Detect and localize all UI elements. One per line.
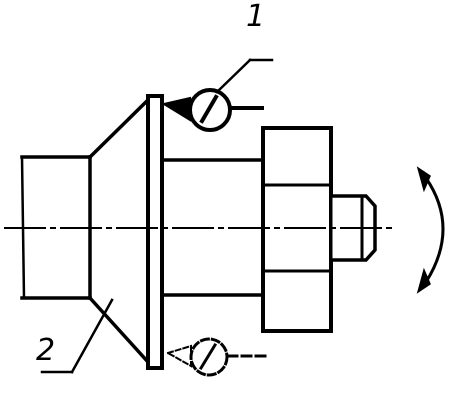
tapered-faceplate <box>87 97 151 365</box>
dial-indicator-bottom <box>165 337 270 377</box>
dial-indicator-top <box>161 58 274 132</box>
disk <box>261 126 333 333</box>
flange-plate <box>146 94 164 370</box>
callout-label-2: 2 <box>36 333 56 368</box>
leader-2 <box>40 298 114 374</box>
callout-label-1: 1 <box>246 0 266 34</box>
rotation-double-arrow <box>416 166 445 294</box>
hub <box>160 158 267 297</box>
